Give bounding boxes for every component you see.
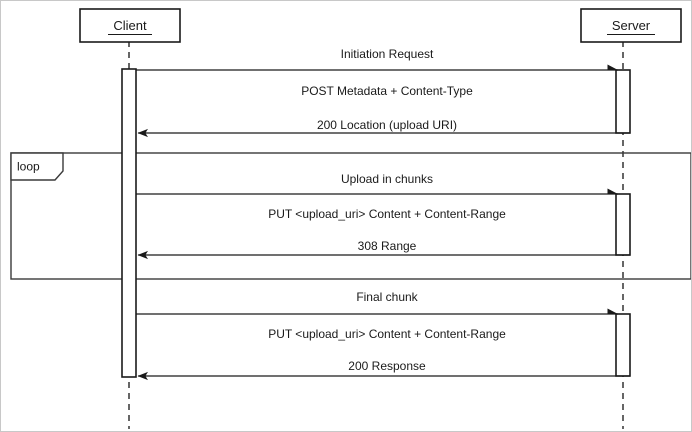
- participant-box-client[interactable]: [79, 8, 181, 43]
- message-label-200-location: 200 Location (upload URI): [317, 118, 457, 132]
- message-label-200-response: 200 Response: [348, 359, 426, 373]
- message-label-put-final-chunk: PUT <upload_uri> Content + Content-Range: [268, 327, 506, 341]
- activation-bar-client: [121, 68, 137, 378]
- message-label-put-chunk: PUT <upload_uri> Content + Content-Range: [268, 207, 506, 221]
- participant-label-server: Server: [612, 18, 651, 33]
- activation-bar-server-chunk: [615, 193, 631, 256]
- participant-label-client: Client: [113, 18, 147, 33]
- participant-box-server[interactable]: [580, 8, 682, 43]
- loop-fragment-label: loop: [17, 160, 40, 174]
- section-caption-initiation: Initiation Request: [341, 47, 434, 61]
- section-caption-final-chunk: Final chunk: [356, 290, 418, 304]
- activation-bar-server-final: [615, 313, 631, 377]
- loop-fragment-tab: [10, 152, 64, 181]
- message-label-post-metadata: POST Metadata + Content-Type: [301, 84, 473, 98]
- section-caption-upload-chunks: Upload in chunks: [341, 172, 433, 186]
- loop-fragment-box: [10, 152, 691, 280]
- activation-bar-server-initiation: [615, 69, 631, 134]
- message-label-308-range: 308 Range: [358, 239, 417, 253]
